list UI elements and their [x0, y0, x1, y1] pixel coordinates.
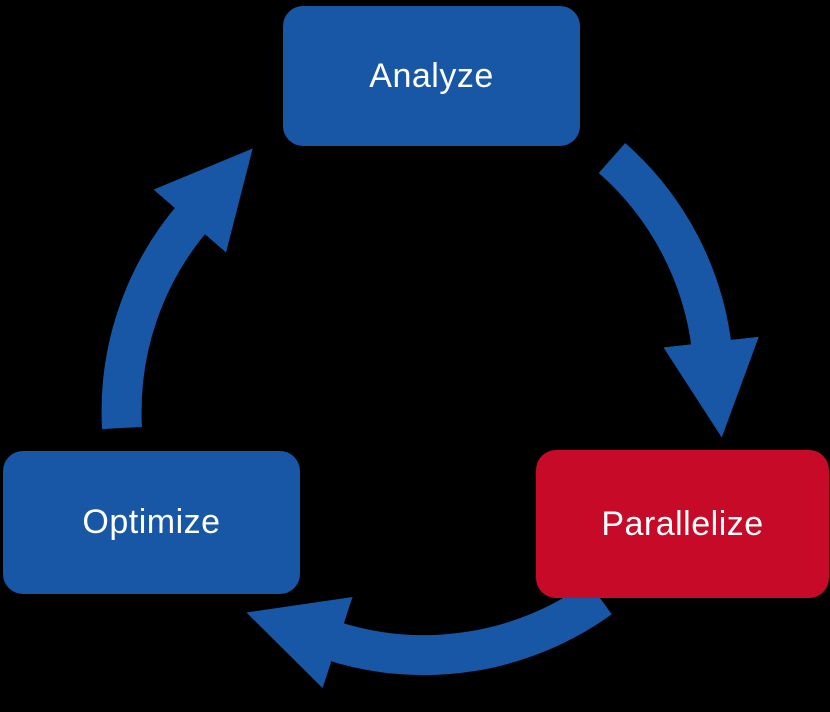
node-analyze-label: Analyze — [369, 56, 494, 95]
arrow-analyze-to-parallelize — [598, 142, 759, 438]
node-parallelize-label: Parallelize — [601, 504, 764, 543]
node-parallelize: Parallelize — [536, 450, 829, 598]
node-optimize: Optimize — [3, 451, 300, 594]
arrow-optimize-to-analyze — [101, 148, 253, 430]
node-analyze: Analyze — [283, 6, 580, 146]
arrow-parallelize-to-optimize — [246, 581, 612, 689]
node-optimize-label: Optimize — [82, 503, 221, 541]
